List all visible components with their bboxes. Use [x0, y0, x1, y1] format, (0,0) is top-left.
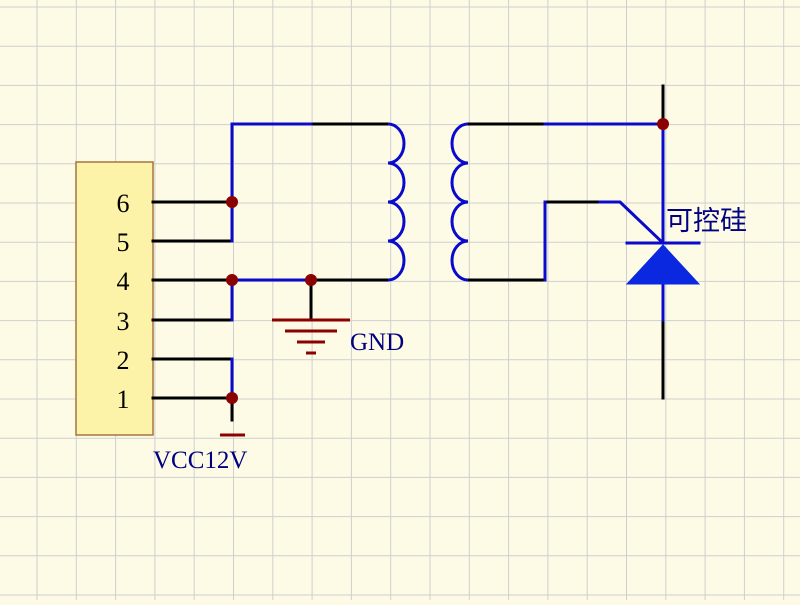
vcc-label: VCC12V	[153, 447, 247, 474]
junction-pin-4	[226, 274, 238, 286]
secondary-coil	[450, 122, 469, 282]
pin-label-6: 6	[117, 189, 130, 218]
ground-symbol	[272, 318, 350, 355]
junction-pin-6	[226, 196, 238, 208]
transformer	[387, 122, 469, 282]
pin-label-5: 5	[117, 228, 130, 257]
pin-label-4: 4	[117, 267, 130, 296]
junction-scr-anode	[657, 118, 669, 130]
scr-triangle-icon	[625, 244, 701, 285]
scr-label: 可控硅	[666, 206, 747, 236]
gate-diagonal	[598, 200, 666, 246]
gnd-label: GND	[350, 329, 404, 356]
connector-pin-labels: 6 5 4 3 2 1	[117, 189, 130, 414]
connector-body	[75, 161, 154, 436]
junction-gnd	[305, 274, 317, 286]
pin-label-2: 2	[117, 346, 130, 375]
junction-pin-1	[226, 392, 238, 404]
black-wires	[151, 84, 665, 422]
pin-label-1: 1	[117, 385, 130, 414]
junctions	[226, 118, 669, 404]
blue-wires	[230, 122, 701, 400]
pin-label-3: 3	[117, 307, 130, 336]
primary-coil	[387, 122, 406, 282]
